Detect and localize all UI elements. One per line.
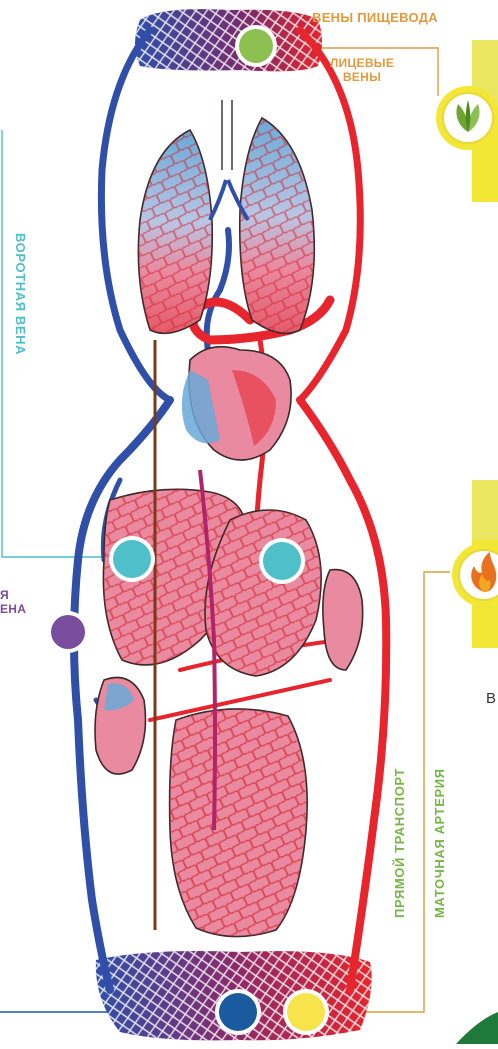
facial-veins-line1: ЛИЦЕВЫЕ <box>323 56 401 70</box>
portal-vein-label: ВОРОТНАЯ ВЕНА <box>13 233 28 355</box>
green-arc <box>456 1012 498 1044</box>
cut-letter: В <box>486 692 496 706</box>
stomach <box>205 510 321 676</box>
facial-veins-label: ЛИЦЕВЫЕ ВЕНЫ <box>323 56 401 84</box>
right-lung <box>240 118 315 333</box>
kidney <box>95 678 146 775</box>
intestines <box>170 709 308 937</box>
heart <box>182 347 291 460</box>
top-capillary-network <box>135 9 322 71</box>
cut-label-line2: ЕНА <box>0 602 26 616</box>
uterine-artery-label: МАТОЧНАЯ АРТЕРИЯ <box>432 768 447 918</box>
leaf-icon <box>436 86 498 150</box>
spleen <box>323 570 363 670</box>
facial-veins-line2: ВЕНЫ <box>323 70 401 84</box>
direct-transport-label: ПРЯМОЙ ТРАНСПОРТ <box>392 768 407 918</box>
flame-icon <box>452 543 498 607</box>
cut-vena-label: Я ЕНА <box>0 588 26 616</box>
cut-label-line1: Я <box>0 588 26 602</box>
left-lung <box>138 130 212 333</box>
esophageal-veins-label: ВЕНЫ ПИЩЕВОДА <box>312 11 438 25</box>
